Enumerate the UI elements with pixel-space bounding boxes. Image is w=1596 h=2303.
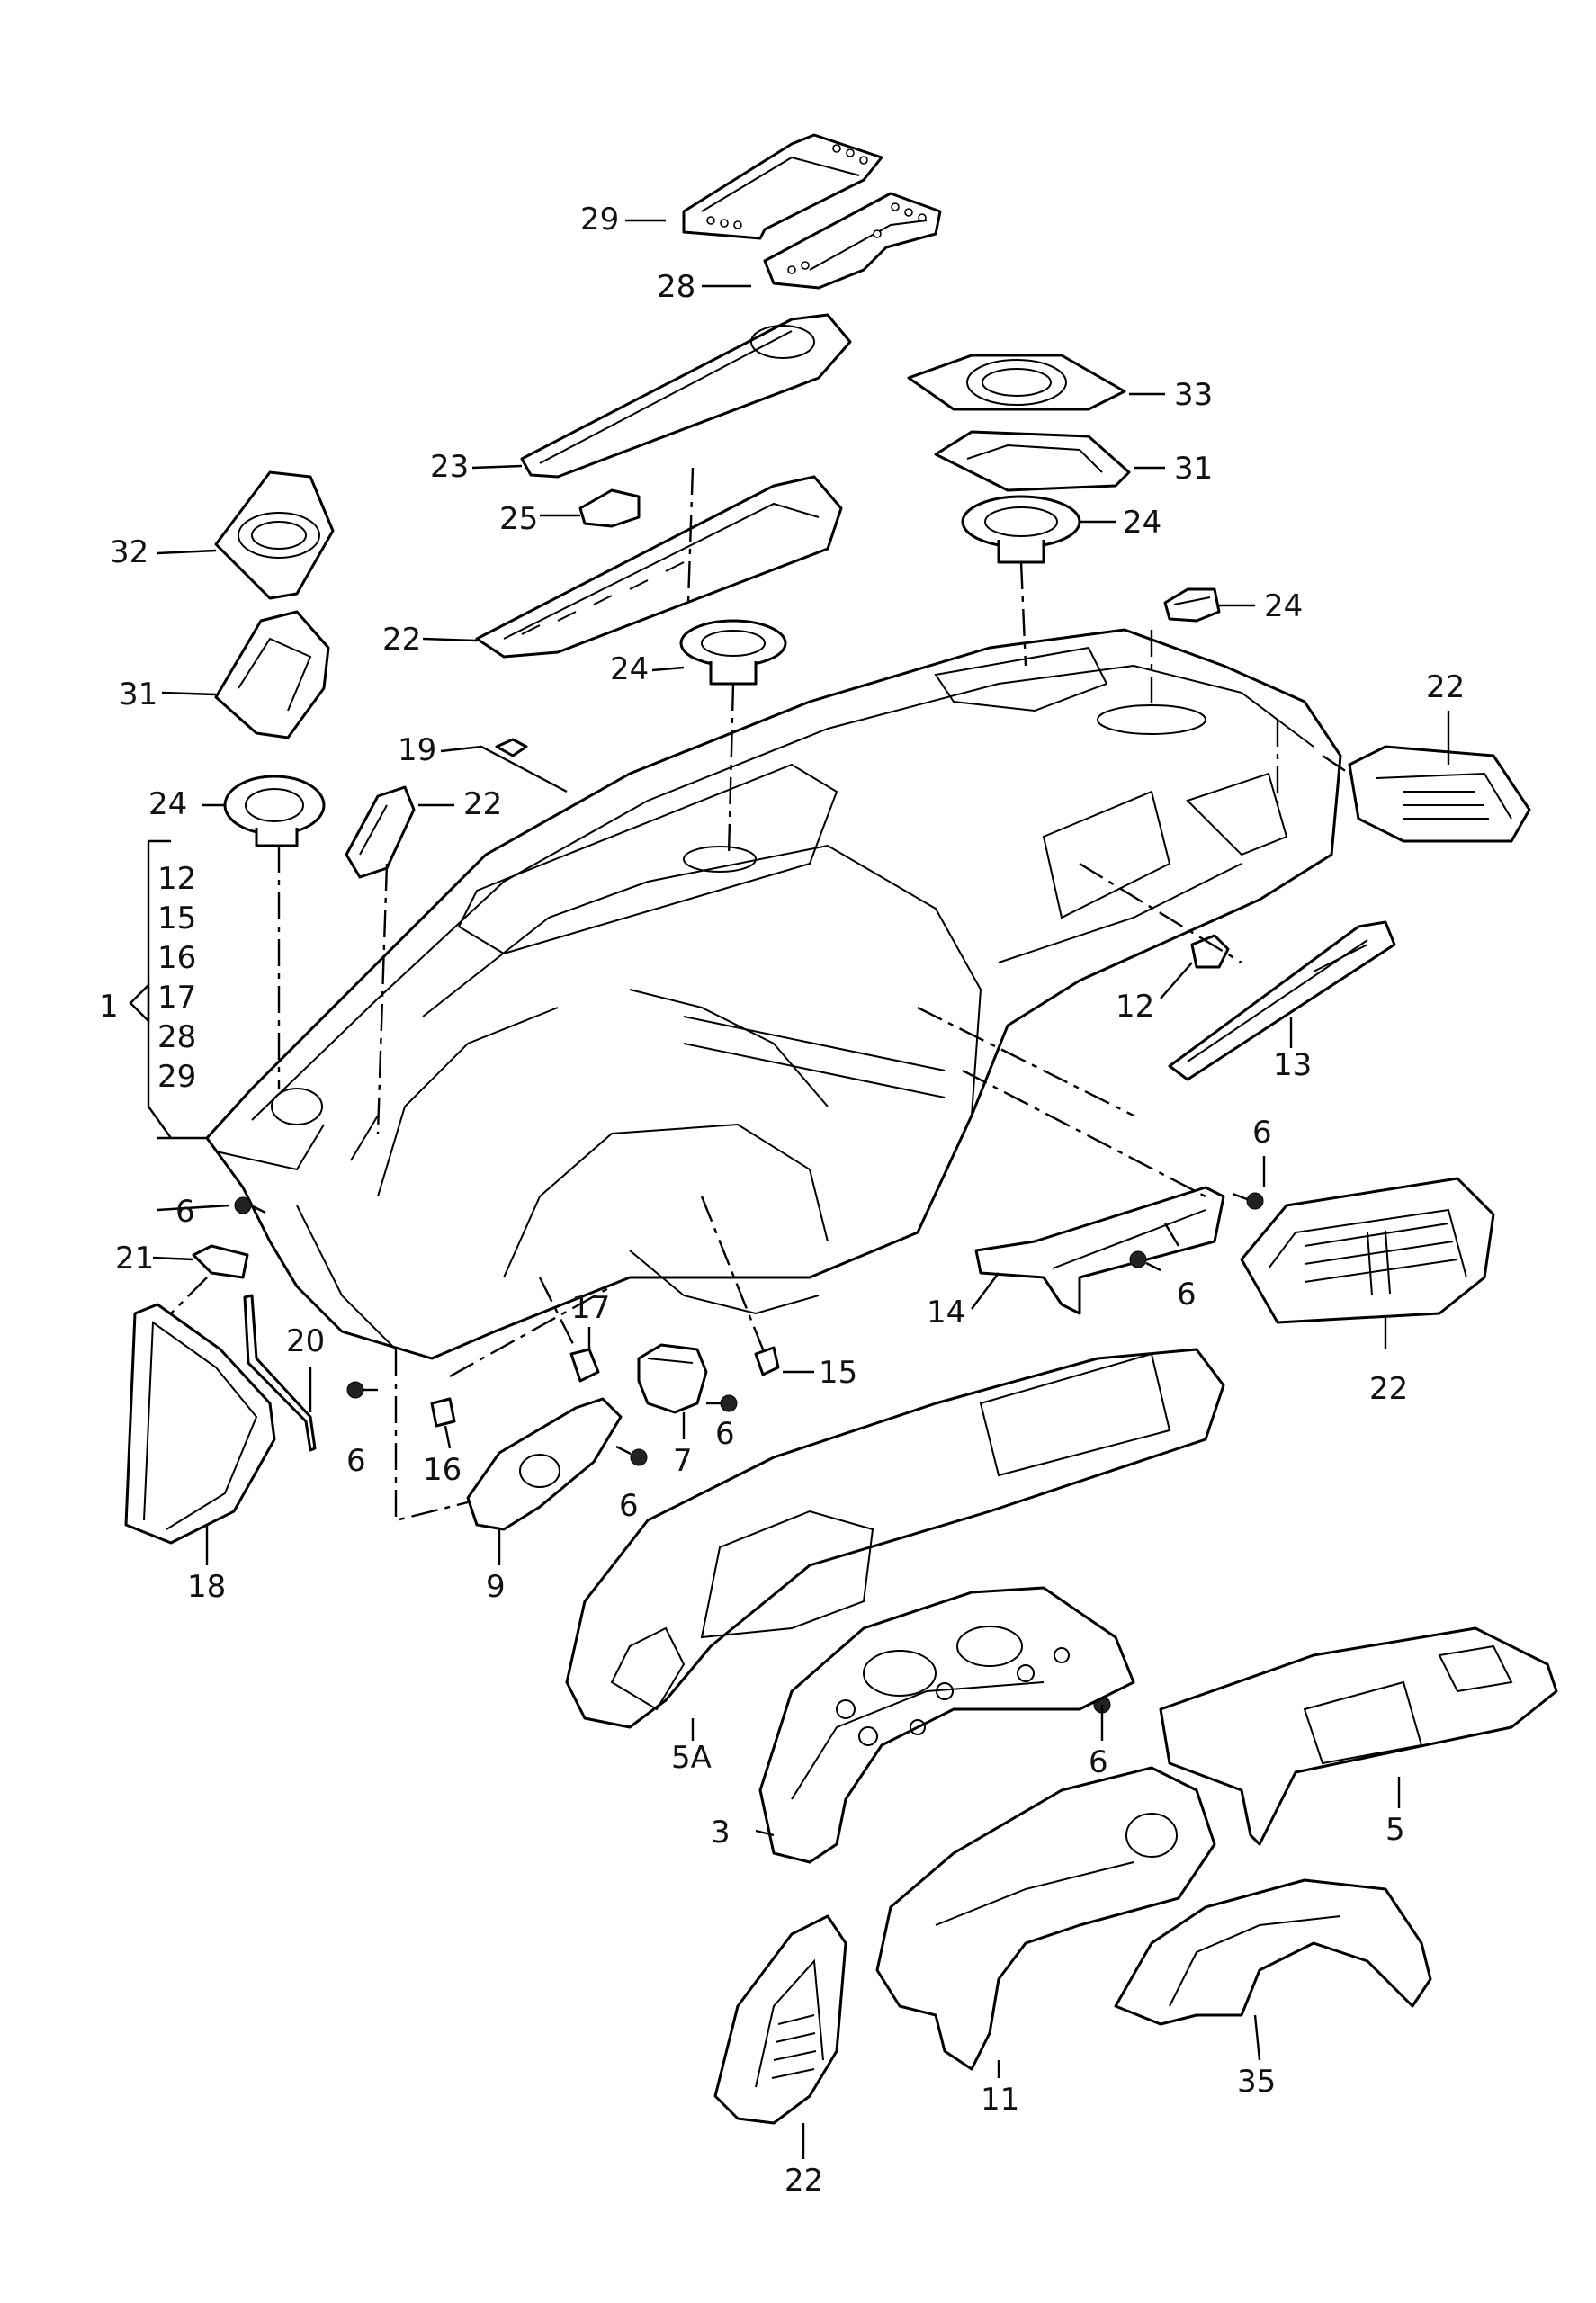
part-20-rod — [243, 1294, 317, 1452]
part-31-speaker-grille — [214, 610, 330, 739]
label-6-part-7: 6 — [715, 1416, 735, 1452]
label-13: 13 — [1273, 1047, 1312, 1083]
part-19-clip — [495, 738, 528, 757]
label-31-right: 31 — [1174, 451, 1213, 487]
label-21: 21 — [115, 1241, 154, 1277]
part-1-dashboard — [205, 628, 1342, 1360]
label-6-cluster: 6 — [1089, 1744, 1108, 1780]
part-23-speaker-cover — [520, 313, 852, 479]
part-21-clip — [192, 1244, 249, 1279]
label-6-part-9: 6 — [619, 1488, 639, 1524]
group-item-17: 17 — [157, 980, 196, 1016]
part-7-module — [637, 1343, 708, 1414]
part-22-vent-right-upper — [1348, 745, 1531, 843]
label-17: 17 — [571, 1290, 610, 1326]
label-35: 35 — [1237, 2064, 1276, 2100]
part-22-vent-left — [345, 785, 416, 879]
label-32: 32 — [110, 534, 148, 570]
label-33: 33 — [1174, 377, 1213, 413]
part-29-bracket — [682, 133, 883, 240]
label-18: 18 — [187, 1569, 226, 1605]
part-24-speaker-centre — [679, 619, 787, 686]
label-9: 9 — [486, 1569, 506, 1605]
part-9-bracket — [466, 1397, 623, 1531]
part-5A-instrument-surround — [565, 1348, 1225, 1729]
label-6-left-mid: 6 — [346, 1443, 366, 1479]
part-18-side-panel — [124, 1303, 276, 1545]
label-1: 1 — [99, 989, 119, 1025]
group-item-15: 15 — [157, 901, 196, 936]
label-22-lower-left: 22 — [785, 2163, 823, 2199]
part-12-clip-right — [1190, 934, 1230, 969]
label-7: 7 — [673, 1443, 693, 1479]
part-14-bracket — [974, 1186, 1225, 1315]
callout-labels: 29 28 23 25 22 24 32 31 19 22 24 33 31 2… — [99, 202, 1465, 2199]
label-5: 5 — [1385, 1812, 1405, 1848]
label-3: 3 — [711, 1815, 731, 1850]
label-22-defrost: 22 — [382, 622, 421, 658]
label-24-left: 24 — [148, 786, 187, 822]
label-28: 28 — [657, 269, 695, 305]
label-12-right: 12 — [1116, 989, 1154, 1025]
group-bracket-1 — [129, 839, 207, 1140]
part-35-column-cover — [1114, 1878, 1432, 2026]
part-33-speaker-trim — [907, 354, 1126, 411]
part-17-clip — [569, 1348, 600, 1383]
part-11-lower-cover — [875, 1766, 1216, 2071]
label-24-centre: 24 — [610, 651, 649, 687]
label-11: 11 — [981, 2082, 1019, 2118]
part-24-speaker-right — [961, 495, 1081, 564]
part-28-bracket — [763, 192, 942, 290]
part-13-trim-strip — [1168, 920, 1396, 1081]
part-5-console-trim — [1159, 1626, 1558, 1846]
part-31-speaker-grille-right — [934, 430, 1131, 492]
group-item-29: 29 — [157, 1059, 196, 1095]
label-23: 23 — [430, 449, 469, 485]
label-6-right-top: 6 — [1252, 1115, 1272, 1151]
label-5A: 5A — [671, 1740, 712, 1776]
label-20: 20 — [286, 1323, 325, 1359]
label-25: 25 — [499, 501, 538, 537]
group-item-16: 16 — [157, 940, 196, 976]
part-22-vent-right-mid — [1240, 1177, 1495, 1324]
group-item-28: 28 — [157, 1019, 196, 1055]
part-32-speaker-trim — [214, 470, 335, 600]
label-31-left: 31 — [119, 677, 157, 712]
part-24-small-vent — [1163, 587, 1221, 623]
part-22-vent-lower-left — [713, 1914, 847, 2125]
label-6-bracket-14: 6 — [1177, 1277, 1197, 1313]
leader-lines — [152, 219, 1450, 2159]
part-16-clip — [430, 1397, 456, 1428]
label-22-right-mid: 22 — [1369, 1371, 1408, 1407]
part-3-instrument-cluster — [758, 1586, 1135, 1864]
part-25-clip — [578, 488, 641, 528]
part-22-defrost-vent — [475, 475, 843, 659]
label-22-left-vent: 22 — [463, 786, 502, 822]
label-15: 15 — [819, 1355, 857, 1391]
part-15-clip — [754, 1346, 780, 1376]
group-item-12: 12 — [157, 861, 196, 897]
label-6-left-top: 6 — [175, 1194, 195, 1230]
label-24-right: 24 — [1123, 505, 1161, 541]
label-14: 14 — [927, 1295, 965, 1331]
label-22-right-upper: 22 — [1426, 669, 1465, 705]
label-29: 29 — [580, 202, 619, 237]
label-16: 16 — [423, 1452, 462, 1488]
part-24-speaker-left — [223, 775, 326, 847]
assembly-lines — [170, 467, 1350, 1522]
label-24-small-vent: 24 — [1264, 588, 1303, 624]
label-19: 19 — [398, 732, 436, 768]
